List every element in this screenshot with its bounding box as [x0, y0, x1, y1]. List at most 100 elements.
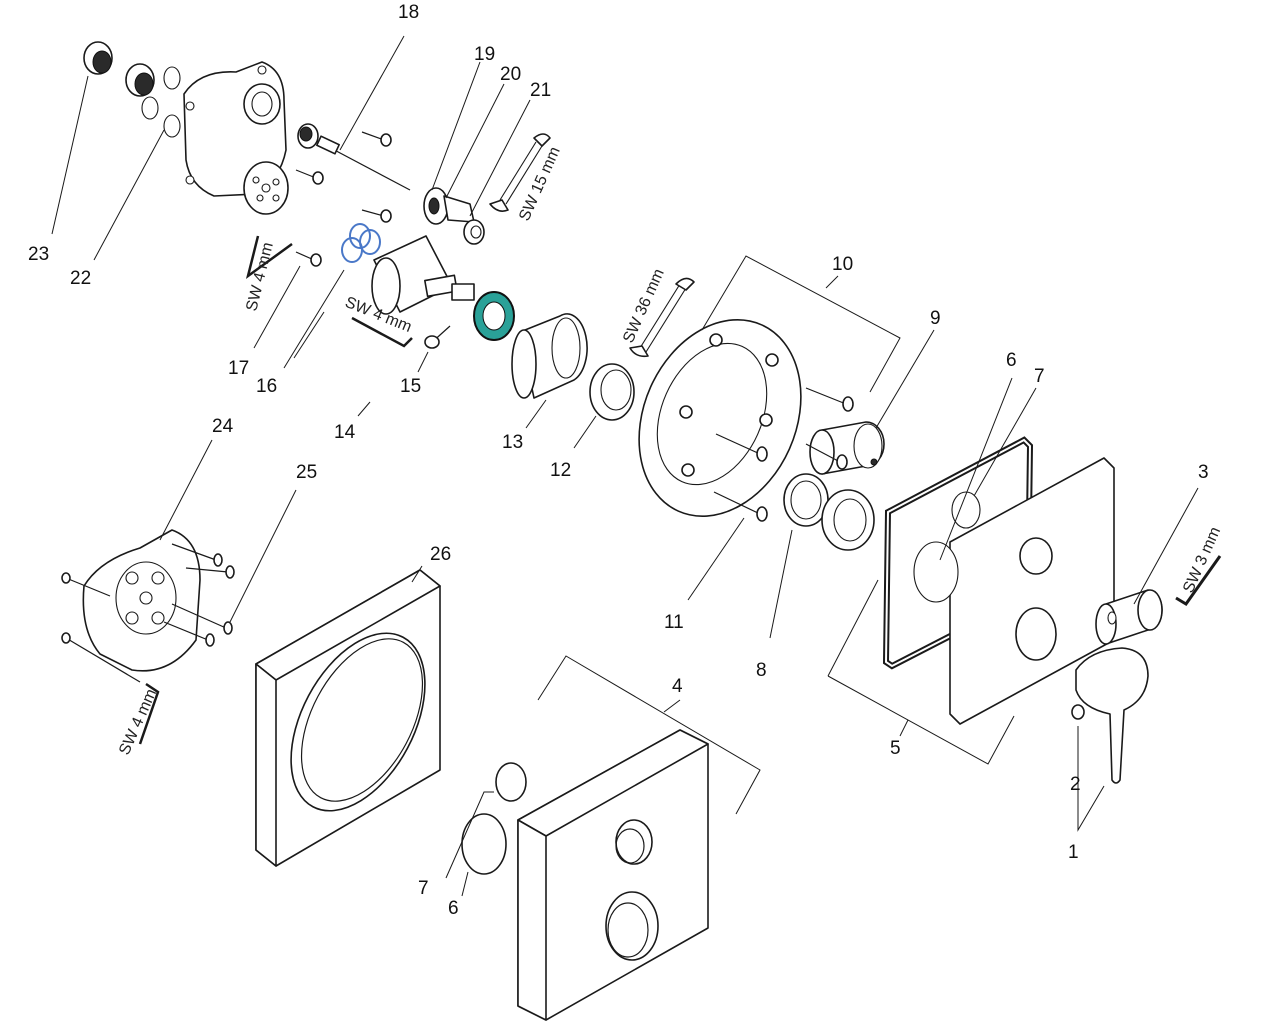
callout-12: 12: [550, 460, 571, 481]
tool-label-sw15: SW 15 mm: [516, 144, 564, 223]
part-1-lever-handle: [1075, 611, 1149, 784]
leader-22: [93, 129, 165, 261]
leader-1-2: [1077, 726, 1105, 832]
part-5-escutcheon-plate: [949, 457, 1115, 725]
callout-6-lower: 6: [448, 898, 459, 919]
callout-20: 20: [500, 64, 521, 85]
part-6-o-ring-large: [461, 813, 507, 875]
part-23-check-valves: [83, 41, 155, 97]
part-17-screws: [295, 131, 392, 267]
hex-key-sw4-b-icon: [351, 316, 413, 348]
leader-20: [445, 83, 505, 199]
leader-12: [573, 415, 597, 449]
part-22-valve-body: [183, 61, 289, 215]
callout-6-upper: 6: [1006, 350, 1017, 371]
part-3-knob: [1095, 589, 1163, 645]
leader-5-left: [827, 579, 879, 677]
leader-24: [159, 439, 213, 541]
callout-25: 25: [296, 462, 317, 483]
leader-10: [825, 275, 839, 289]
leader-5: [899, 719, 909, 737]
leader-7-bottom: [445, 791, 494, 879]
leader-7-upper: [973, 387, 1037, 497]
leader-18: [339, 35, 405, 151]
part-12-threaded-ring: [589, 363, 635, 421]
seal-rings-blue: [341, 223, 381, 263]
leader-14: [357, 401, 371, 417]
callout-2: 2: [1070, 774, 1081, 795]
callout-11: 11: [664, 612, 684, 633]
callout-21: 21: [530, 80, 551, 101]
callout-13: 13: [502, 432, 523, 453]
part-7-o-ring-small: [495, 762, 527, 802]
part-2-set-screw: [1071, 704, 1085, 720]
part-22-seals: [141, 66, 181, 138]
leader-17: [253, 265, 301, 349]
part-18-spindle: [297, 123, 411, 191]
callout-9: 9: [930, 308, 941, 329]
callout-5: 5: [890, 738, 901, 759]
callout-7-lower: 7: [418, 878, 429, 899]
part-14-green-bushing: [473, 291, 515, 341]
bracket-part-4: [537, 655, 761, 815]
leader-6-upper: [939, 377, 1013, 561]
leader-16: [283, 269, 345, 369]
leader-25: [229, 489, 297, 623]
leader-11: [687, 517, 745, 601]
tool-label-sw4-c: SW 4 mm: [116, 687, 160, 758]
part-8-bushing-set: [783, 473, 875, 551]
bracket-part-14: [293, 311, 325, 359]
part-24-rough-in-body: [82, 529, 201, 672]
hex-key-sw4-c-icon: [138, 682, 160, 745]
part-11-screws: [713, 387, 854, 522]
callout-7-upper: 7: [1034, 366, 1045, 387]
callout-24: 24: [212, 416, 234, 437]
wrench-sw15-icon: [489, 133, 551, 212]
callout-18: 18: [398, 2, 419, 23]
hex-key-sw4-a-icon: [245, 235, 293, 280]
part-13-extension-sleeve: [511, 313, 588, 399]
wrench-sw36-icon: [629, 277, 695, 358]
callout-4: 4: [672, 676, 683, 697]
callout-17: 17: [228, 358, 249, 379]
bracket-part-5: [827, 675, 1015, 765]
leader-26: [411, 565, 423, 583]
bracket-part-10: [701, 255, 901, 393]
callout-19: 19: [474, 44, 495, 65]
leader-4: [663, 699, 681, 713]
callout-26: 26: [430, 544, 451, 565]
part-6-seal-upper: [913, 541, 959, 603]
callout-22: 22: [70, 268, 91, 289]
part-25-screws: [61, 543, 235, 683]
part-4-cover-plate: [517, 729, 709, 1021]
leader-21: [469, 99, 531, 217]
part-21-nut: [463, 219, 485, 245]
part-10-mounting-plate: [638, 319, 802, 517]
callout-15: 15: [400, 376, 421, 397]
leader-23: [51, 75, 89, 235]
leader-6-bottom: [461, 871, 469, 897]
part-26-rough-in-frame: [255, 569, 441, 867]
part-7-seal-upper: [951, 491, 981, 529]
leader-15: [417, 351, 429, 373]
part-15-screw: [424, 325, 451, 349]
callout-3: 3: [1198, 462, 1209, 483]
callout-23: 23: [28, 244, 49, 265]
callout-8: 8: [756, 660, 767, 681]
hex-key-sw3-icon: [1175, 555, 1222, 607]
part-9-sleeve: [809, 421, 885, 475]
part-19-20-valve-head: [423, 187, 475, 225]
leader-13: [525, 399, 547, 429]
tool-label-sw36: SW 36 mm: [620, 266, 668, 345]
leader-9: [875, 329, 935, 429]
callout-1: 1: [1068, 842, 1079, 863]
leader-8: [769, 529, 793, 639]
leader-19: [431, 61, 481, 191]
leader-3: [1133, 487, 1199, 605]
part-16-cartridge: [371, 235, 475, 315]
callout-10: 10: [832, 254, 853, 275]
callout-14: 14: [334, 422, 356, 443]
callout-16: 16: [256, 376, 277, 397]
